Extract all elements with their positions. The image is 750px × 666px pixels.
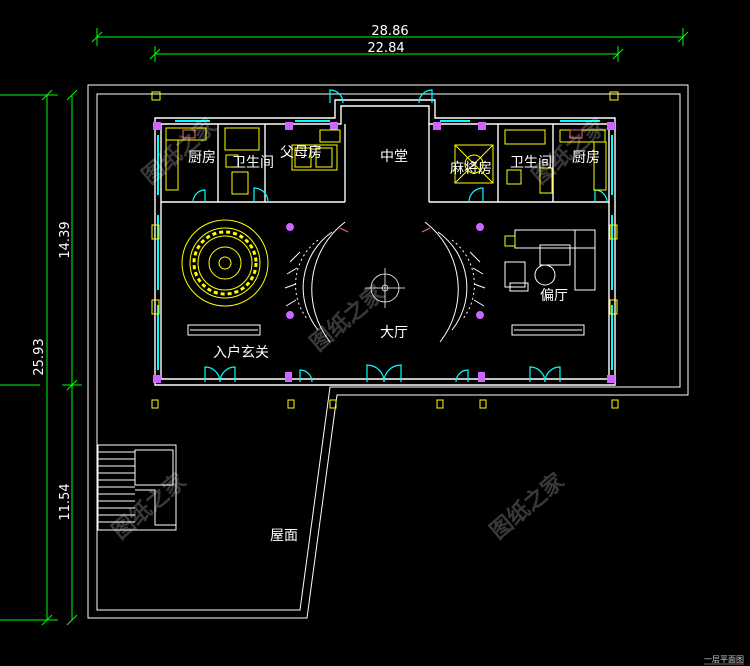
watermark-5: 图纸之家	[485, 467, 570, 544]
room-label-roof: 屋面	[270, 528, 298, 544]
right-wing-furniture	[454, 129, 607, 194]
building-walls	[154, 99, 616, 386]
room-label-mahjong-room: 麻将房	[450, 161, 492, 177]
doors	[192, 89, 608, 383]
curved-staircases	[284, 221, 486, 343]
total-depth-label: 25.93	[32, 338, 47, 375]
room-label-kitchen-left: 厨房	[188, 150, 216, 166]
room-label-lobby: 大厅	[380, 325, 408, 341]
room-label-kitchen-right: 厨房	[572, 150, 600, 166]
center-compass	[365, 268, 405, 308]
left-wing-furniture	[165, 127, 341, 195]
benches	[187, 324, 585, 336]
upper-depth-label: 14.39	[58, 221, 73, 258]
dimension-lines	[0, 28, 689, 626]
room-label-bathroom-right: 卫生间	[510, 155, 552, 171]
inner-width-label: 22.84	[367, 41, 404, 56]
exterior-column-markers	[151, 91, 619, 409]
room-label-bathroom-left: 卫生间	[232, 155, 274, 171]
room-label-parents-room: 父母房	[280, 145, 322, 161]
windows	[157, 120, 613, 370]
exterior-stair	[97, 444, 177, 531]
watermark-3: 图纸之家	[305, 279, 390, 356]
drawing-title: 一层平面图	[704, 655, 744, 664]
roof-outline	[87, 84, 689, 619]
lower-depth-label: 11.54	[58, 483, 73, 520]
sofa-set	[504, 229, 596, 292]
room-label-entrance-foyer: 入户玄关	[213, 344, 269, 361]
watermark-4: 图纸之家	[107, 467, 192, 544]
overall-width-label: 28.86	[371, 24, 408, 39]
room-label-side-hall: 偏厅	[540, 288, 568, 304]
columns	[153, 122, 615, 383]
room-label-main-hall: 中堂	[380, 149, 408, 165]
round-dining-table	[181, 219, 269, 307]
